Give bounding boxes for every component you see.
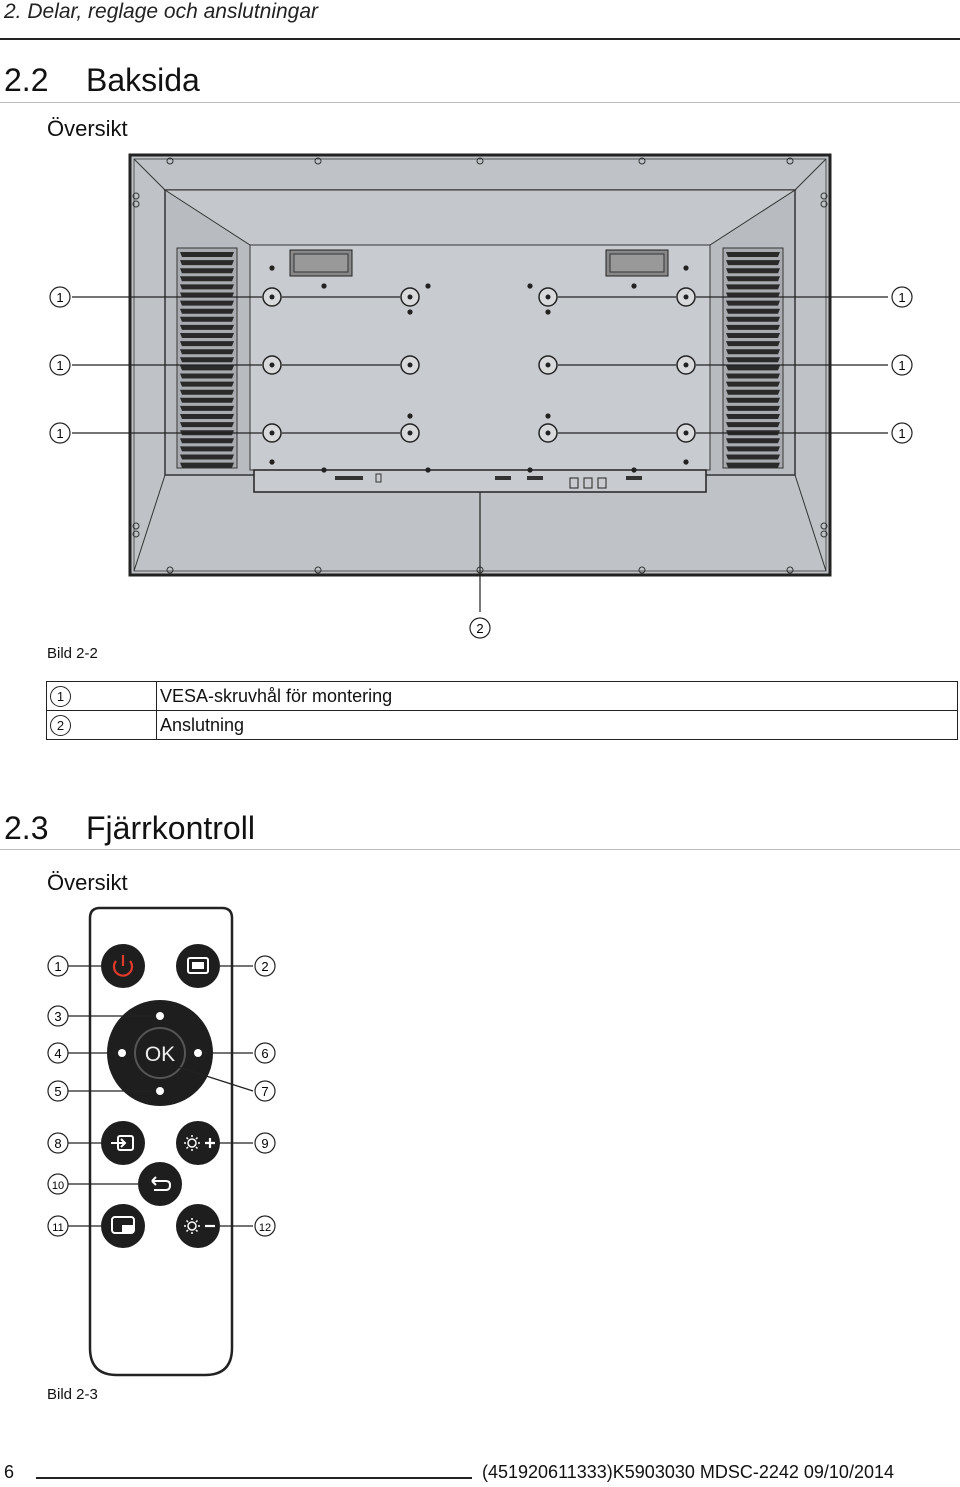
legend-text: Anslutning [156,710,958,740]
screw-dot [631,283,637,289]
remote-callout: 3 [54,1009,61,1024]
screw-dot [425,467,431,473]
brightness-down-icon [184,1218,215,1234]
remote-callout: 5 [54,1084,61,1099]
vesa-holes: 1 1 1 1 1 1 [49,286,913,444]
brightness-up-icon [184,1135,215,1151]
legend-number: 1 [50,686,71,707]
monitor-back-illustration: 1 1 1 1 1 1 2 [49,153,913,639]
screw-dot [407,413,413,419]
left-button[interactable] [118,1049,126,1057]
section-number: 2.2 [4,62,49,98]
screw-dot [321,467,327,473]
screw-dot [407,309,413,315]
ok-label: OK [145,1043,175,1066]
back-button[interactable] [138,1162,182,1206]
legend-number: 2 [50,715,71,736]
legend-row: 2 Anslutning [46,710,958,740]
remote-callout: 11 [52,1222,63,1234]
subsection-title: Översikt [47,116,128,141]
legend-row: 1 VESA-skruvhål för montering [46,681,958,711]
right-button[interactable] [194,1049,202,1057]
section-rule [0,102,960,103]
callout-vesa: 1 [56,358,63,373]
screw-dot [527,283,533,289]
vent-right [722,247,784,469]
screw-dot [545,309,551,315]
callout-vesa: 1 [56,290,63,305]
header-rule [0,38,960,40]
remote-callout: 6 [261,1046,268,1061]
page-number: 6 [4,1462,15,1482]
remote-callout: 10 [52,1180,64,1192]
screw-dot [683,265,689,271]
remote-callout: 12 [259,1222,271,1234]
remote-callout: 7 [261,1084,268,1099]
monitor-icon [187,957,209,974]
section-title: Baksida [86,62,200,98]
screw-dot [269,459,275,465]
callout-vesa: 1 [898,290,905,305]
legend-text: VESA-skruvhål för montering [156,681,958,711]
section-heading-remote: 2.3 Fjärrkontroll [4,810,255,847]
remote-callout: 1 [54,959,61,974]
up-button[interactable] [156,1012,164,1020]
section-number: 2.3 [4,810,49,846]
section-title: Fjärrkontroll [86,810,255,846]
figure-caption-remote: Bild 2-3 [47,1386,98,1403]
screw-dot [269,265,275,271]
subsection-title: Översikt [47,870,128,895]
callout-vesa: 1 [898,426,905,441]
section-rule [0,849,960,850]
callout-connector: 2 [476,621,483,636]
remote-callout: 4 [54,1046,61,1061]
frame-screws [132,157,828,574]
callout-vesa: 1 [898,358,905,373]
screw-dot [527,467,533,473]
legend-table: 1 VESA-skruvhål för montering 2 Anslutni… [46,681,958,740]
figure-caption-back: Bild 2-2 [47,645,98,662]
screw-dot [631,467,637,473]
screw-dot [683,459,689,465]
callout-vesa: 1 [56,426,63,441]
power-icon [112,960,134,977]
ok-button[interactable] [134,1027,186,1079]
screw-dot [425,283,431,289]
section-heading-back: 2.2 Baksida [4,62,200,99]
back-icon [151,1176,172,1191]
remote-callout: 8 [54,1136,61,1151]
screw-dot [545,413,551,419]
screw-dot [321,283,327,289]
vent-left [176,247,238,469]
remote-callout: 2 [261,959,268,974]
footer-rule [36,1477,472,1479]
down-button[interactable] [156,1087,164,1095]
footer-document-info: (451920611333)K5903030 MDSC-2242 09/10/2… [482,1462,894,1482]
remote-callout: 9 [261,1136,268,1151]
chapter-header: 2. Delar, reglage och anslutningar [4,0,319,23]
